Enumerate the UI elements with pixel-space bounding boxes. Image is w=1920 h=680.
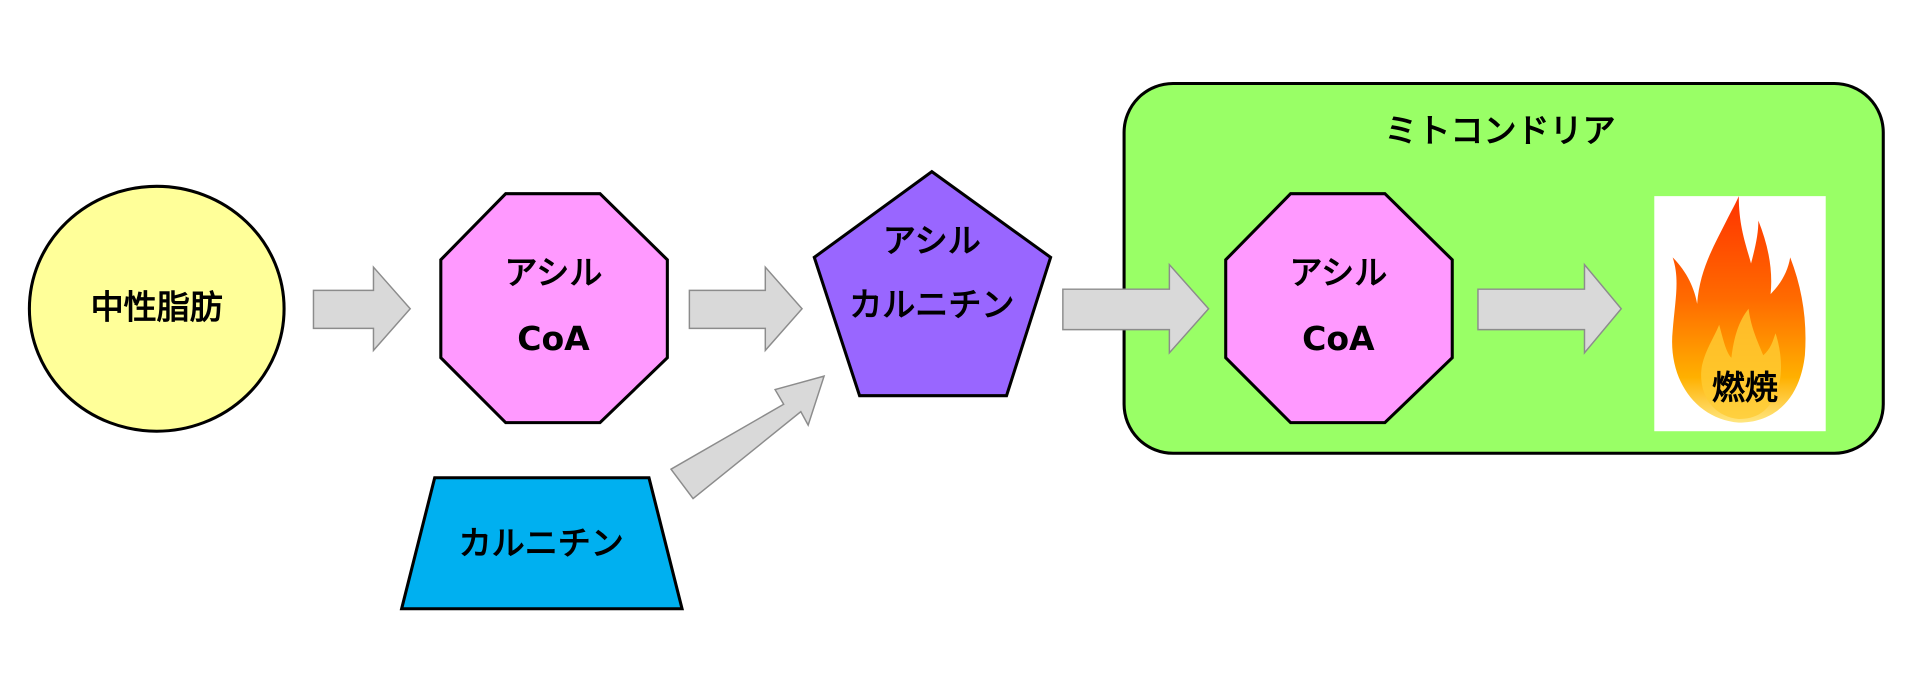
mitochondria-title: ミトコンドリア [1384,111,1615,150]
node-acyl-coa-2: アシル CoA [1224,192,1454,425]
arrow-right-icon [312,265,412,353]
acyl-coa-1-label-line1: アシル [505,253,603,292]
triglyceride-label: 中性脂肪 [91,287,223,326]
arrow-right-icon [1062,262,1210,355]
node-carnitine: カルニチン [399,476,685,611]
acyl-carnitine-label-line1: アシル [883,221,981,260]
acyl-coa-2-label-line1: アシル [1289,253,1387,292]
node-acyl-coa-1: アシル CoA [439,192,669,425]
arrow-right-icon [1477,262,1623,355]
node-combustion: 燃焼 [1654,196,1826,432]
acyl-coa-2-label-line2: CoA [1302,319,1375,358]
arrow-right-icon [688,265,804,353]
acyl-coa-1-label-line2: CoA [517,319,590,358]
acyl-carnitine-label-line2: カルニチン [849,285,1014,324]
arrow-diagonal-icon [669,375,826,500]
node-triglyceride: 中性脂肪 [27,184,286,433]
node-acyl-carnitine: アシル カルニチン [812,169,1053,398]
combustion-label: 燃焼 [1712,368,1778,407]
carnitine-label: カルニチン [459,524,624,563]
